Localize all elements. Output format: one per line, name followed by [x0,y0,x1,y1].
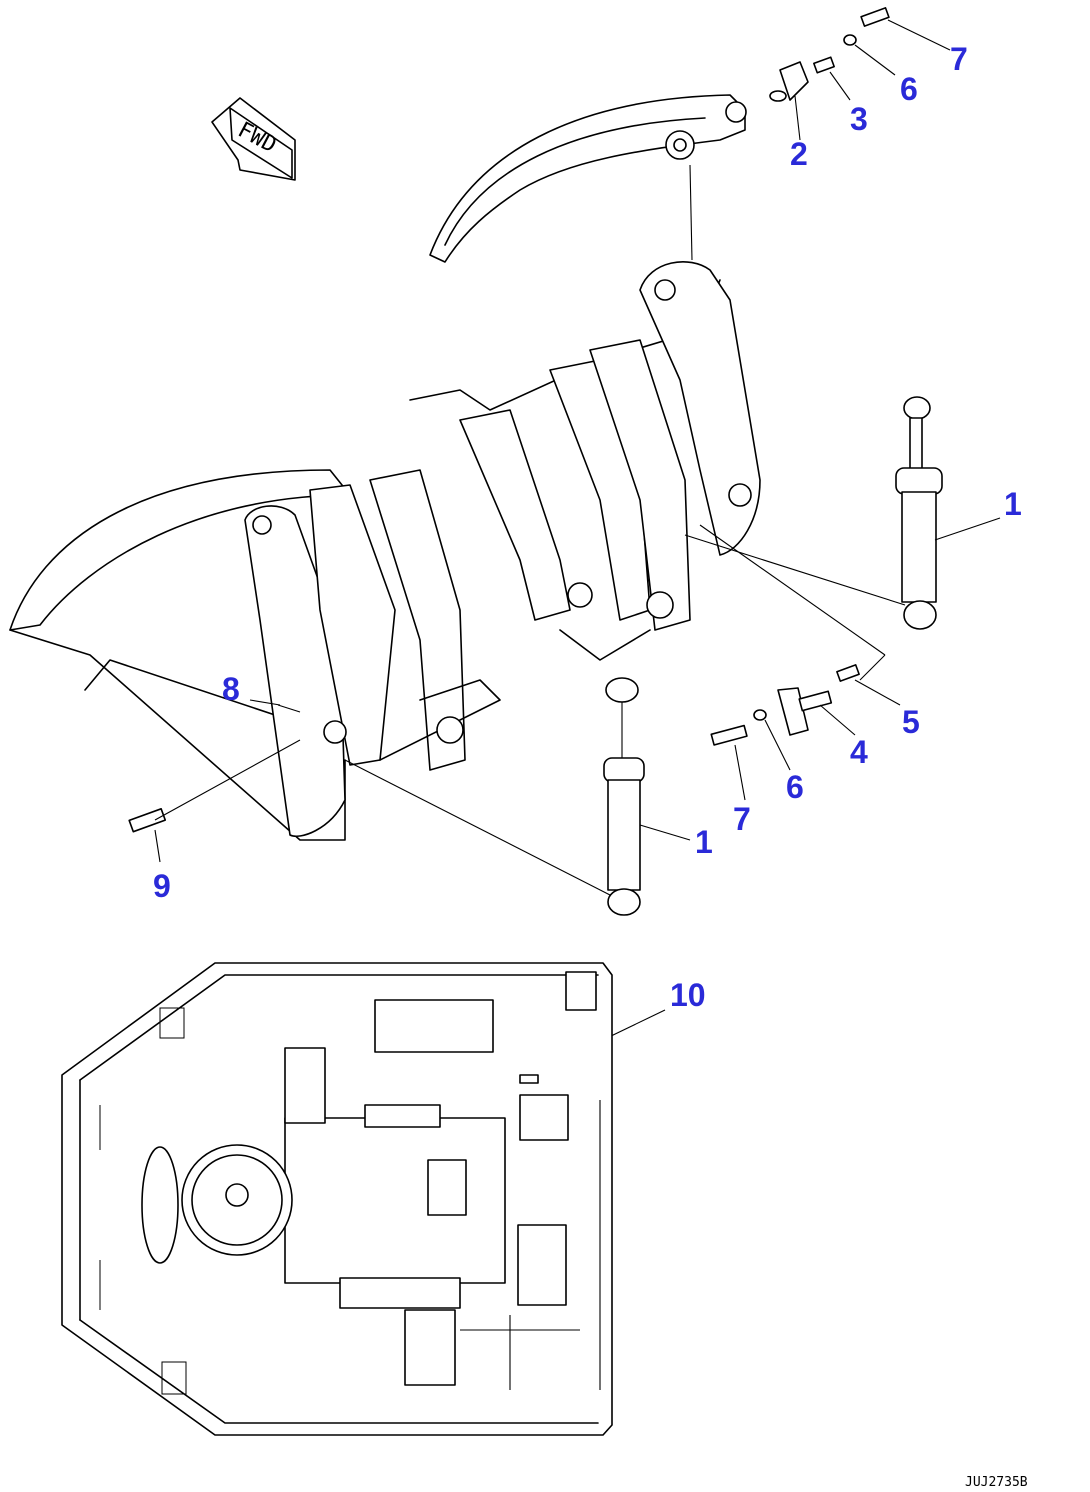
washer-6-lower [753,709,767,721]
bolt-7-lower [710,724,748,746]
pin-2 [769,61,809,102]
grapple-bucket-frame [9,261,761,841]
bolt-9 [128,808,167,833]
drawing-code: JUJ2735B [965,1475,1028,1490]
callout-1-right: 1 [1004,486,1022,522]
hydraulic-cylinder-1-lower [603,677,691,916]
callout-7-lower: 7 [733,801,751,837]
callout-6-lower: 6 [786,769,804,805]
callout-3: 3 [850,101,868,137]
operator-cab-plan [61,962,613,1436]
callout-5: 5 [902,704,920,740]
callout-1-lower: 1 [695,824,713,860]
bolt-5 [836,664,860,682]
callout-2: 2 [790,136,808,172]
bolt-8 [277,704,301,713]
pin-4 [777,687,833,736]
callout-6-top: 6 [900,71,918,107]
callout-8: 8 [222,671,240,707]
hydraulic-cylinder-1-right [895,396,1001,630]
callout-7-top: 7 [950,41,968,77]
bolt-7-top [860,7,890,27]
callout-4: 4 [850,734,868,770]
upper-grab-arm [429,94,747,263]
fwd-arrow-icon: FWD [211,97,296,181]
callout-10: 10 [670,977,706,1013]
callout-9: 9 [153,868,171,904]
bolt-3 [813,56,835,74]
washer-6-top [843,34,857,46]
